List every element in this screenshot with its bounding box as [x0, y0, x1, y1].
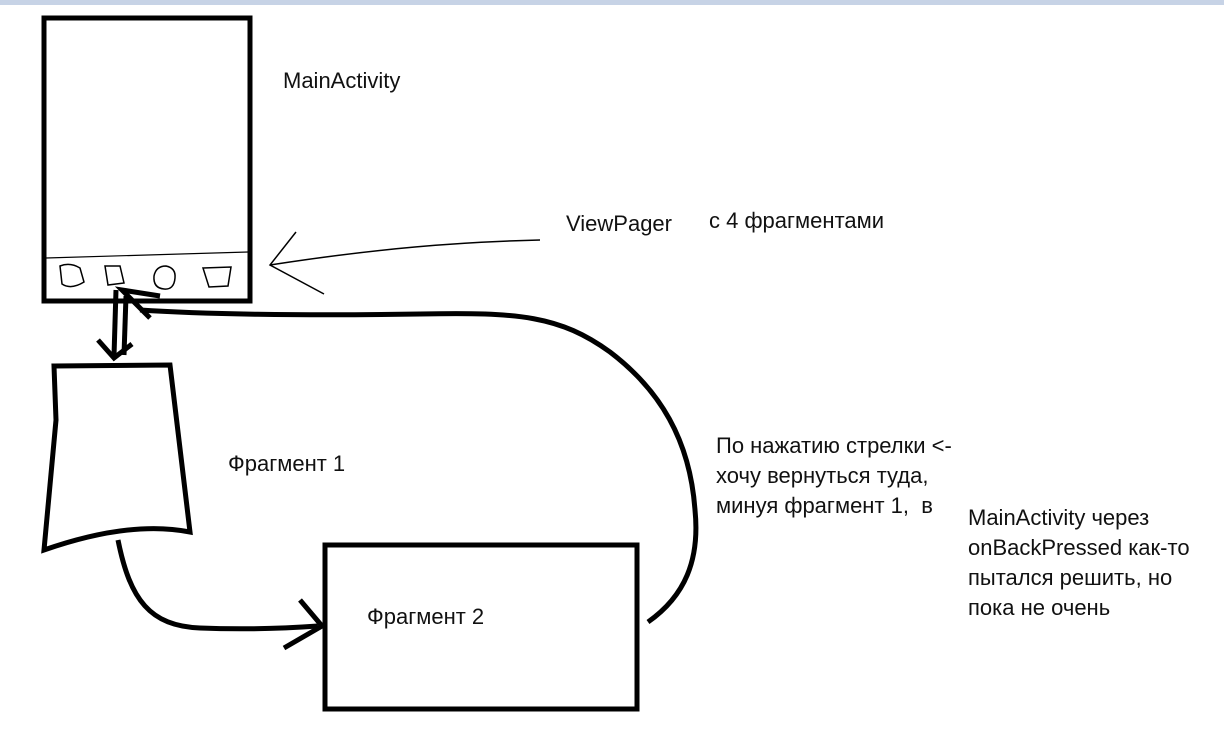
fragment1-shape — [41, 362, 193, 554]
note-right: MainActivity через onBackPressed как-то … — [968, 505, 1190, 620]
tab-icon-3 — [153, 265, 176, 290]
viewpager-arrow — [268, 231, 541, 295]
note-left: По нажатию стрелки <- хочу вернуться туд… — [716, 433, 952, 518]
viewpager-label: ViewPager — [566, 211, 672, 236]
tab-icon-2 — [104, 265, 125, 286]
tab-icon-4 — [201, 266, 232, 288]
fragment1-to-fragment2-arrow — [115, 539, 326, 651]
fragment2-label: Фрагмент 2 — [367, 604, 485, 629]
main-activity-box — [41, 15, 253, 304]
fragment1-label: Фрагмент 1 — [228, 451, 346, 476]
main-to-fragment1-arrow — [96, 289, 134, 362]
main-activity-label: MainActivity — [283, 68, 401, 93]
tab-icon-1 — [59, 263, 85, 288]
top-rule — [0, 0, 1224, 5]
fragments-count-label: с 4 фрагментами — [709, 208, 885, 233]
return-arrow — [114, 286, 699, 625]
tab-icons — [59, 263, 232, 290]
tab-bar-divider — [45, 251, 249, 259]
